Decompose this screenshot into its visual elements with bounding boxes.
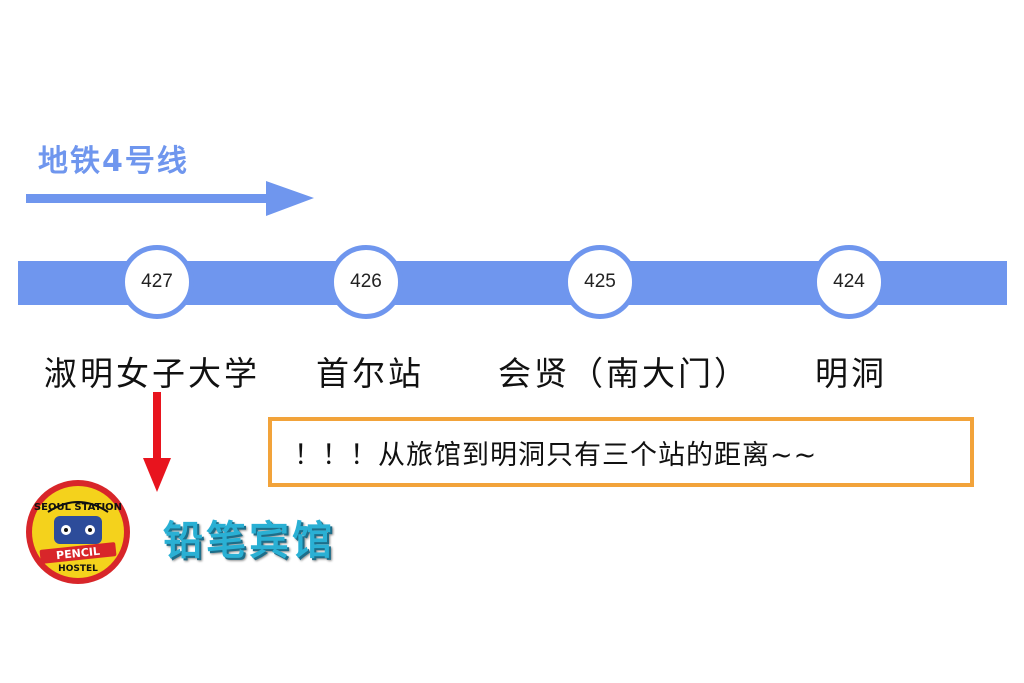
subway-line-title: 地铁4号线 <box>38 144 189 179</box>
logo-mid-text: PENCIL <box>56 545 101 563</box>
station-name-sookmyung: 淑明女子大学 <box>44 354 260 393</box>
distance-note-box: ！！！从旅馆到明洞只有三个站的距离~~ <box>268 417 974 487</box>
logo-top-text: SEOUL STATION <box>34 502 122 513</box>
station-marker-426: 426 <box>329 245 403 319</box>
distance-note-text: ！！！从旅馆到明洞只有三个站的距离~~ <box>294 439 818 471</box>
pencil-hostel-logo: SEOUL STATION PENCIL HOSTEL <box>26 480 130 584</box>
logo-bottom-text: HOSTEL <box>58 564 98 574</box>
station-name-seoul: 首尔站 <box>316 354 424 393</box>
hostel-name: 铅笔宾馆 <box>163 518 335 564</box>
station-name-myeongdong: 明洞 <box>815 354 887 393</box>
direction-arrow-icon <box>26 181 314 216</box>
station-name-hoehyeon: 会贤（南大门） <box>498 354 750 393</box>
station-marker-425: 425 <box>563 245 637 319</box>
station-marker-424: 424 <box>812 245 886 319</box>
station-marker-427: 427 <box>120 245 194 319</box>
down-arrow-icon <box>143 392 171 492</box>
